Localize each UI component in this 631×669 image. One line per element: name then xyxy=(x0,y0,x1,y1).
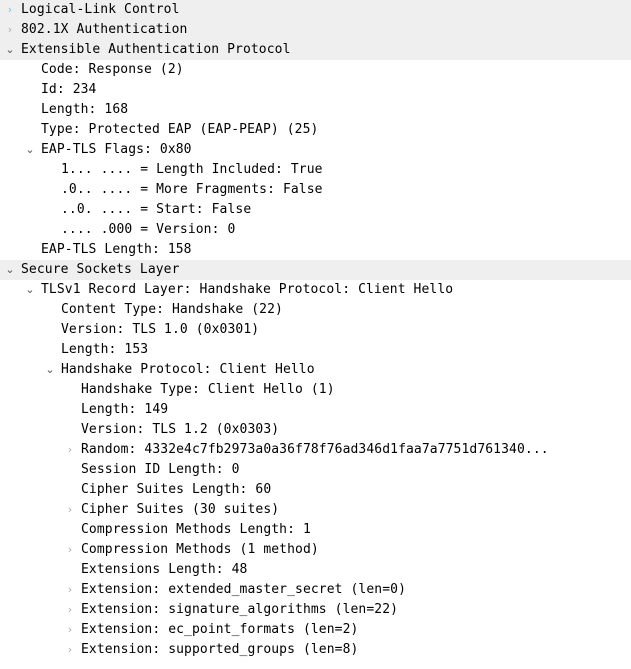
tree-row[interactable]: ⌄ TLSv1 Record Layer: Handshake Protocol:… xyxy=(0,280,631,300)
tree-row-label: Extension: ec_point_formats (len=2) xyxy=(81,622,359,637)
chevron-down-icon[interactable]: ⌄ xyxy=(25,283,35,296)
tree-row-label: Extensions Length: 48 xyxy=(81,562,248,577)
tree-row-label: Compression Methods Length: 1 xyxy=(81,522,311,537)
chevron-down-icon[interactable]: ⌄ xyxy=(45,363,55,376)
tree-row[interactable]: Length: 168 xyxy=(0,100,631,120)
tree-row[interactable]: Cipher Suites Length: 60 xyxy=(0,480,631,500)
tree-row[interactable]: Id: 234 xyxy=(0,80,631,100)
tree-row-label: Cipher Suites (30 suites) xyxy=(81,502,280,517)
tree-row-label: TLSv1 Record Layer: Handshake Protocol: … xyxy=(41,282,454,297)
tree-row[interactable]: Version: TLS 1.2 (0x0303) xyxy=(0,420,631,440)
tree-row[interactable]: EAP-TLS Length: 158 xyxy=(0,240,631,260)
tree-row-label: EAP-TLS Flags: 0x80 xyxy=(41,142,192,157)
chevron-right-icon[interactable]: › xyxy=(67,603,73,616)
tree-row-label: .0.. .... = More Fragments: False xyxy=(61,182,323,197)
tree-row[interactable]: Handshake Type: Client Hello (1) xyxy=(0,380,631,400)
tree-row[interactable]: Content Type: Handshake (22) xyxy=(0,300,631,320)
tree-row-label: Extension: extended_master_secret (len=0… xyxy=(81,582,406,597)
tree-row[interactable]: › Compression Methods (1 method) xyxy=(0,540,631,560)
chevron-right-icon[interactable]: › xyxy=(67,583,73,596)
tree-row-label: Cipher Suites Length: 60 xyxy=(81,482,272,497)
tree-row-label: Version: TLS 1.0 (0x0301) xyxy=(61,322,260,337)
tree-row-label: Logical-Link Control xyxy=(21,2,180,17)
chevron-right-icon[interactable]: › xyxy=(67,443,73,456)
tree-row-label: Length: 153 xyxy=(61,342,149,357)
tree-row[interactable]: › Random: 4332e4c7fb2973a0a36f78f76ad346d… xyxy=(0,440,631,460)
tree-row-label: Handshake Protocol: Client Hello xyxy=(61,362,315,377)
tree-row-label: Length: 149 xyxy=(81,402,169,417)
tree-row[interactable]: Session ID Length: 0 xyxy=(0,460,631,480)
tree-row-label: 1... .... = Length Included: True xyxy=(61,162,323,177)
tree-row[interactable]: ..0. .... = Start: False xyxy=(0,200,631,220)
chevron-right-icon[interactable]: › xyxy=(67,643,73,656)
tree-row[interactable]: › Extension: supported_groups (len=8) xyxy=(0,640,631,660)
chevron-down-icon[interactable]: ⌄ xyxy=(5,43,15,56)
tree-row[interactable]: .... .000 = Version: 0 xyxy=(0,220,631,240)
tree-row[interactable]: ⌄ Handshake Protocol: Client Hello xyxy=(0,360,631,380)
tree-row[interactable]: Compression Methods Length: 1 xyxy=(0,520,631,540)
tree-row[interactable]: › Extension: extended_master_secret (len=… xyxy=(0,580,631,600)
tree-row[interactable]: Version: TLS 1.0 (0x0301) xyxy=(0,320,631,340)
tree-row-label: 802.1X Authentication xyxy=(21,22,188,37)
tree-row-label: Length: 168 xyxy=(41,102,129,117)
tree-row[interactable]: .0.. .... = More Fragments: False xyxy=(0,180,631,200)
tree-row[interactable]: Extensions Length: 48 xyxy=(0,560,631,580)
tree-row[interactable]: › 802.1X Authentication xyxy=(0,20,631,40)
tree-row-label: .... .000 = Version: 0 xyxy=(61,222,236,237)
tree-row[interactable]: › Cipher Suites (30 suites) xyxy=(0,500,631,520)
tree-row-label: Extension: supported_groups (len=8) xyxy=(81,642,359,657)
chevron-down-icon[interactable]: ⌄ xyxy=(25,143,35,156)
tree-row-label: Session ID Length: 0 xyxy=(81,462,240,477)
tree-row[interactable]: 1... .... = Length Included: True xyxy=(0,160,631,180)
tree-row-label: Compression Methods (1 method) xyxy=(81,542,319,557)
tree-row-label: Handshake Type: Client Hello (1) xyxy=(81,382,335,397)
tree-row[interactable]: Length: 149 xyxy=(0,400,631,420)
tree-row-label: Extension: signature_algorithms (len=22) xyxy=(81,602,399,617)
tree-row-label: ..0. .... = Start: False xyxy=(61,202,252,217)
tree-row[interactable]: ⌄ Secure Sockets Layer xyxy=(0,260,631,280)
tree-row-label: Type: Protected EAP (EAP-PEAP) (25) xyxy=(41,122,319,137)
tree-row-label: Random: 4332e4c7fb2973a0a36f78f76ad346d1… xyxy=(81,442,549,457)
tree-row[interactable]: › Extension: signature_algorithms (len=22… xyxy=(0,600,631,620)
tree-row[interactable]: Code: Response (2) xyxy=(0,60,631,80)
chevron-right-icon[interactable]: › xyxy=(67,503,73,516)
tree-row-label: Extensible Authentication Protocol xyxy=(21,42,291,57)
tree-row-label: Secure Sockets Layer xyxy=(21,262,180,277)
tree-row[interactable]: ⌄ Extensible Authentication Protocol xyxy=(0,40,631,60)
chevron-right-icon[interactable]: › xyxy=(7,23,13,36)
chevron-down-icon[interactable]: ⌄ xyxy=(5,263,15,276)
tree-row[interactable]: Type: Protected EAP (EAP-PEAP) (25) xyxy=(0,120,631,140)
tree-row[interactable]: Length: 153 xyxy=(0,340,631,360)
chevron-right-icon[interactable]: › xyxy=(67,543,73,556)
tree-row[interactable]: › Extension: ec_point_formats (len=2) xyxy=(0,620,631,640)
tree-row-label: Code: Response (2) xyxy=(41,62,184,77)
tree-row[interactable]: › Logical-Link Control xyxy=(0,0,631,20)
tree-row-label: EAP-TLS Length: 158 xyxy=(41,242,192,257)
tree-row-label: Version: TLS 1.2 (0x0303) xyxy=(81,422,280,437)
tree-row-label: Content Type: Handshake (22) xyxy=(61,302,283,317)
chevron-right-icon[interactable]: › xyxy=(67,623,73,636)
tree-row[interactable]: ⌄ EAP-TLS Flags: 0x80 xyxy=(0,140,631,160)
tree-row-label: Id: 234 xyxy=(41,82,97,97)
chevron-right-icon[interactable]: › xyxy=(7,3,13,16)
